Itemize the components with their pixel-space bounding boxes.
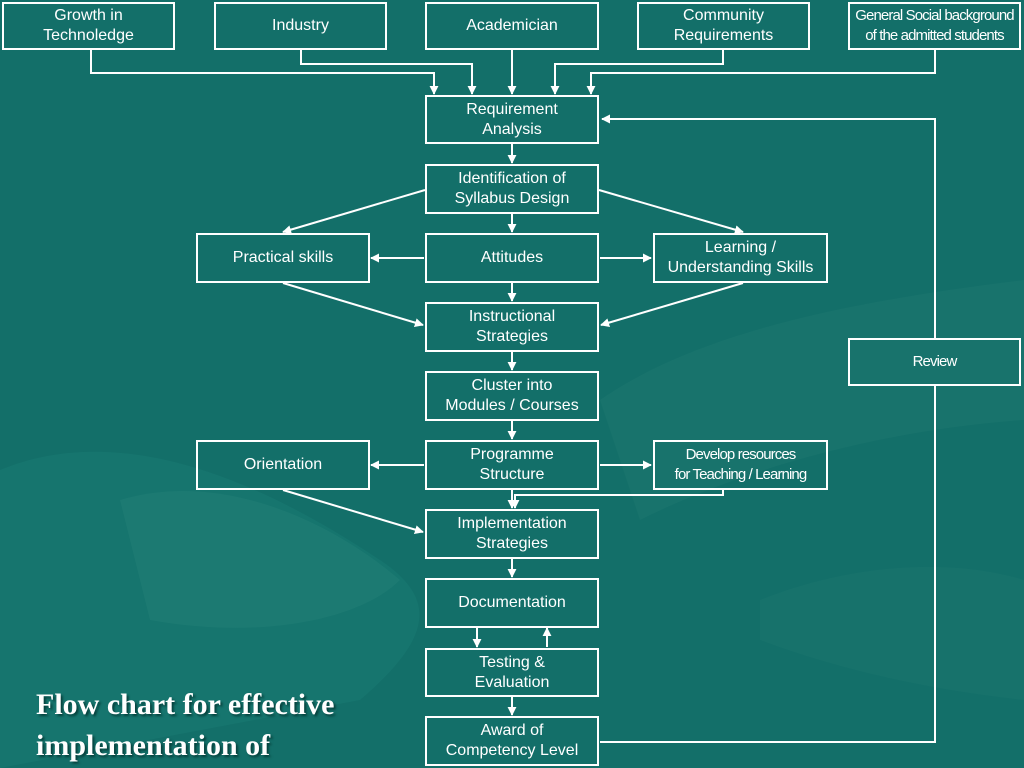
node-cluster-into-modules: Cluster into Modules / Courses (425, 371, 599, 421)
node-documentation: Documentation (425, 578, 599, 628)
node-instructional-strategies: Instructional Strategies (425, 302, 599, 352)
node-growth-in-technoledge: Growth in Technoledge (2, 2, 175, 50)
arrow-orientation-to-implementation (282, 489, 424, 534)
node-develop-resources: Develop resources for Teaching / Learnin… (653, 440, 828, 490)
arrow-community-to-requirement (550, 50, 724, 95)
node-requirement-analysis: Requirement Analysis (425, 95, 599, 144)
node-community-requirements: Community Requirements (637, 2, 810, 50)
node-award-of-competency-level: Award of Competency Level (425, 716, 599, 766)
node-learning-understanding-skills: Learning / Understanding Skills (653, 233, 828, 283)
node-industry: Industry (214, 2, 387, 50)
arrow-review-to-requirement (601, 114, 936, 338)
arrow-syllabus-to-learning (598, 189, 744, 235)
arrow-resources-to-implementation (510, 490, 724, 509)
node-academician: Academician (425, 2, 599, 50)
node-orientation: Orientation (196, 440, 370, 490)
arrow-practical-to-instructional (282, 282, 424, 327)
node-identification-of-syllabus-design: Identification of Syllabus Design (425, 164, 599, 214)
arrow-social-to-requirement (586, 50, 936, 95)
slide-caption: Flow chart for effective implementation … (36, 688, 335, 762)
line-award-to-review (600, 386, 936, 743)
node-practical-skills: Practical skills (196, 233, 370, 283)
node-implementation-strategies: Implementation Strategies (425, 509, 599, 559)
node-general-social-background: General Social background of the admitte… (848, 2, 1021, 50)
arrow-syllabus-to-practical (282, 189, 426, 235)
arrow-learning-to-instructional (600, 282, 744, 328)
node-attitudes: Attitudes (425, 233, 599, 283)
node-testing-evaluation: Testing & Evaluation (425, 648, 599, 697)
arrow-industry-to-requirement (300, 50, 477, 95)
arrow-growth-to-requirement (90, 50, 439, 95)
node-programme-structure: Programme Structure (425, 440, 599, 490)
node-review: Review (848, 338, 1021, 386)
